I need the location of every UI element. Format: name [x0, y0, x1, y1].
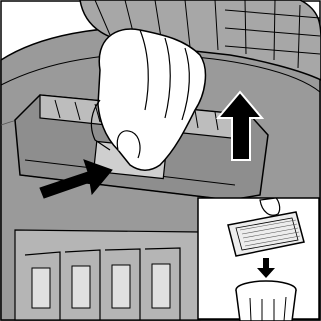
lower-housing — [15, 230, 200, 320]
trash-bin-icon — [236, 281, 296, 321]
disposal-inset — [198, 198, 319, 321]
